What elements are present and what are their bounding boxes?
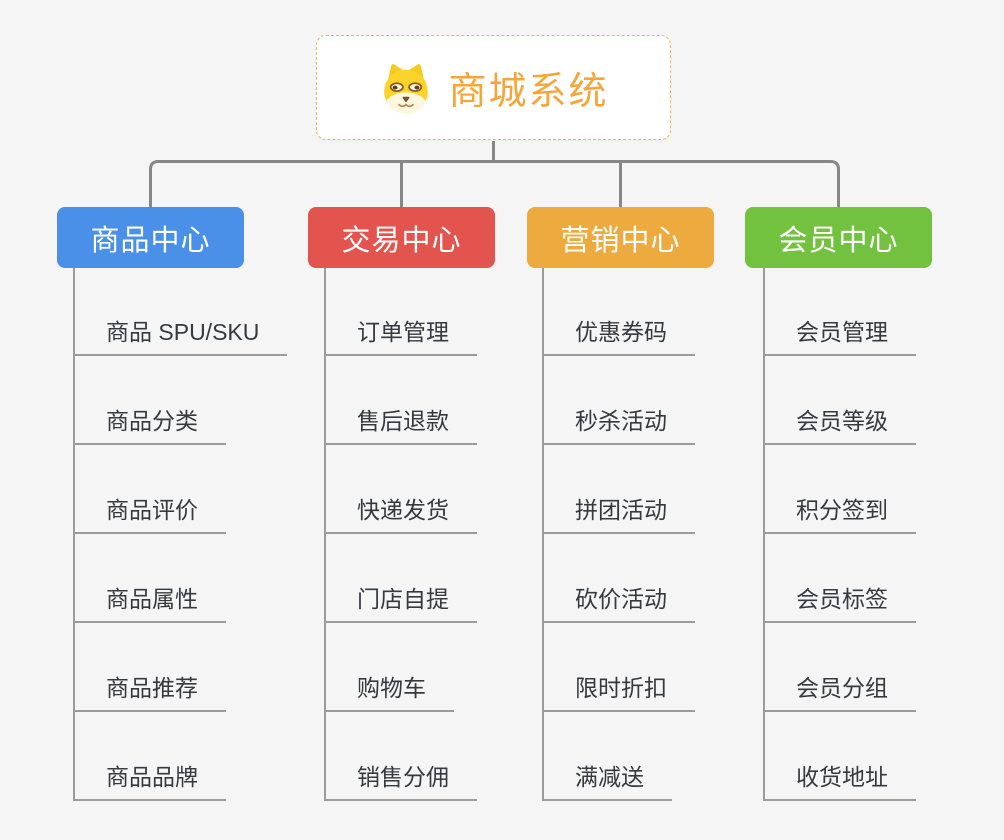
root-title: 商城系统 <box>448 71 609 113</box>
child-node[interactable]: 收货地址 <box>763 763 916 801</box>
child-node[interactable]: 会员等级 <box>763 407 916 445</box>
child-node[interactable]: 砍价活动 <box>542 585 695 623</box>
branch-node-3[interactable]: 营销中心 <box>527 207 714 268</box>
child-node[interactable]: 快递发货 <box>324 496 477 534</box>
child-node[interactable]: 商品属性 <box>73 585 226 623</box>
child-node[interactable]: 秒杀活动 <box>542 407 695 445</box>
child-node[interactable]: 门店自提 <box>324 585 477 623</box>
child-node[interactable]: 限时折扣 <box>542 674 695 712</box>
child-node[interactable]: 满减送 <box>542 763 672 801</box>
child-node[interactable]: 订单管理 <box>324 318 477 356</box>
child-node[interactable]: 购物车 <box>324 674 454 712</box>
child-node[interactable]: 积分签到 <box>763 496 916 534</box>
child-node[interactable]: 会员标签 <box>763 585 916 623</box>
branch-node-1[interactable]: 商品中心 <box>57 207 244 268</box>
child-node[interactable]: 会员管理 <box>763 318 916 356</box>
child-node[interactable]: 商品推荐 <box>73 674 226 712</box>
child-node[interactable]: 销售分佣 <box>324 763 477 801</box>
child-node[interactable]: 拼团活动 <box>542 496 695 534</box>
shiba-dog-icon <box>378 60 434 116</box>
child-node[interactable]: 会员分组 <box>763 674 916 712</box>
child-node[interactable]: 商品品牌 <box>73 763 226 801</box>
child-node[interactable]: 售后退款 <box>324 407 477 445</box>
branch-node-2[interactable]: 交易中心 <box>308 207 495 268</box>
child-node[interactable]: 优惠券码 <box>542 318 695 356</box>
branch-node-4[interactable]: 会员中心 <box>745 207 932 268</box>
child-node[interactable]: 商品 SPU/SKU <box>73 318 288 356</box>
child-node[interactable]: 商品分类 <box>73 407 226 445</box>
root-node[interactable]: 商城系统 <box>316 35 671 140</box>
child-node[interactable]: 商品评价 <box>73 496 226 534</box>
